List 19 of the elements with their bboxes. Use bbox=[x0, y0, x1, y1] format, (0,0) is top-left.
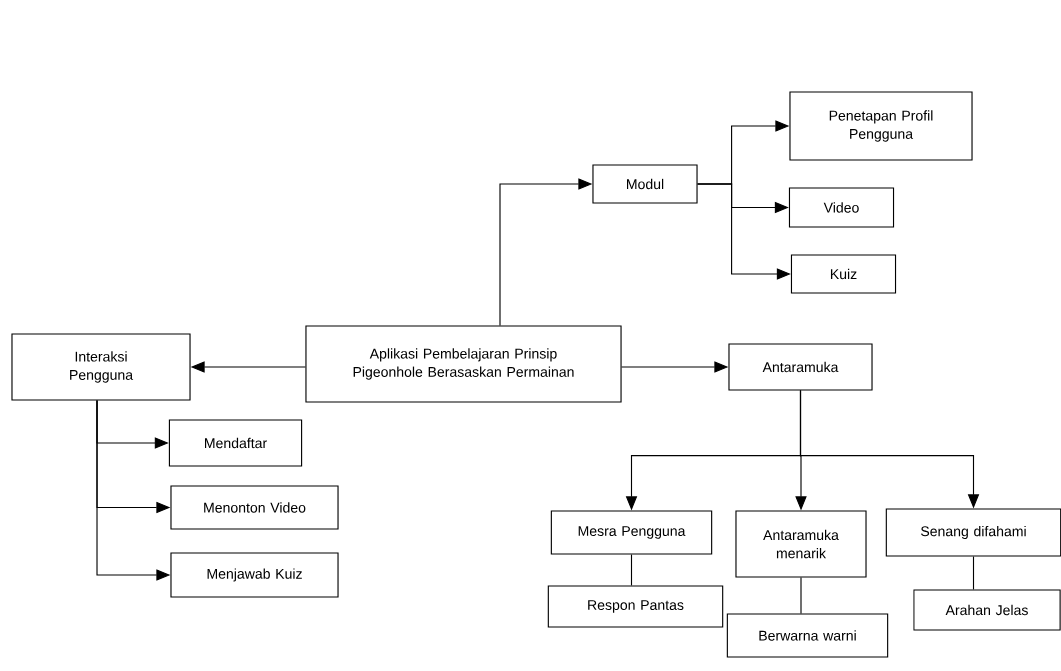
process-box: Menjawab Kuiz bbox=[170, 552, 339, 598]
process-box: Menonton Video bbox=[170, 485, 339, 530]
connector-line bbox=[972, 556, 975, 590]
process-box: Penetapan Profil Pengguna bbox=[789, 91, 973, 161]
process-box: Antaramuka bbox=[728, 343, 873, 391]
process-box: Kuiz bbox=[790, 254, 897, 294]
connector-line bbox=[630, 554, 633, 586]
process-box: Mesra Pengguna bbox=[550, 510, 713, 555]
process-box: Modul bbox=[592, 164, 698, 204]
process-box: Arahan Jelas bbox=[913, 589, 1061, 631]
process-box: Senang difahami bbox=[885, 508, 1061, 557]
process-box: Aplikasi Pembelajaran Prinsip Pigeonhole Berasaskan Permainan bbox=[305, 325, 622, 403]
process-box: Antaramuka menarik bbox=[735, 510, 867, 578]
process-box: Mendaftar bbox=[168, 419, 303, 467]
process-box: Respon Pantas bbox=[547, 585, 724, 628]
process-box: Interaksi Pengguna bbox=[11, 333, 191, 401]
process-box: Video bbox=[788, 187, 895, 228]
connector-line bbox=[800, 577, 802, 614]
process-box: Berwarna warni bbox=[726, 613, 889, 658]
